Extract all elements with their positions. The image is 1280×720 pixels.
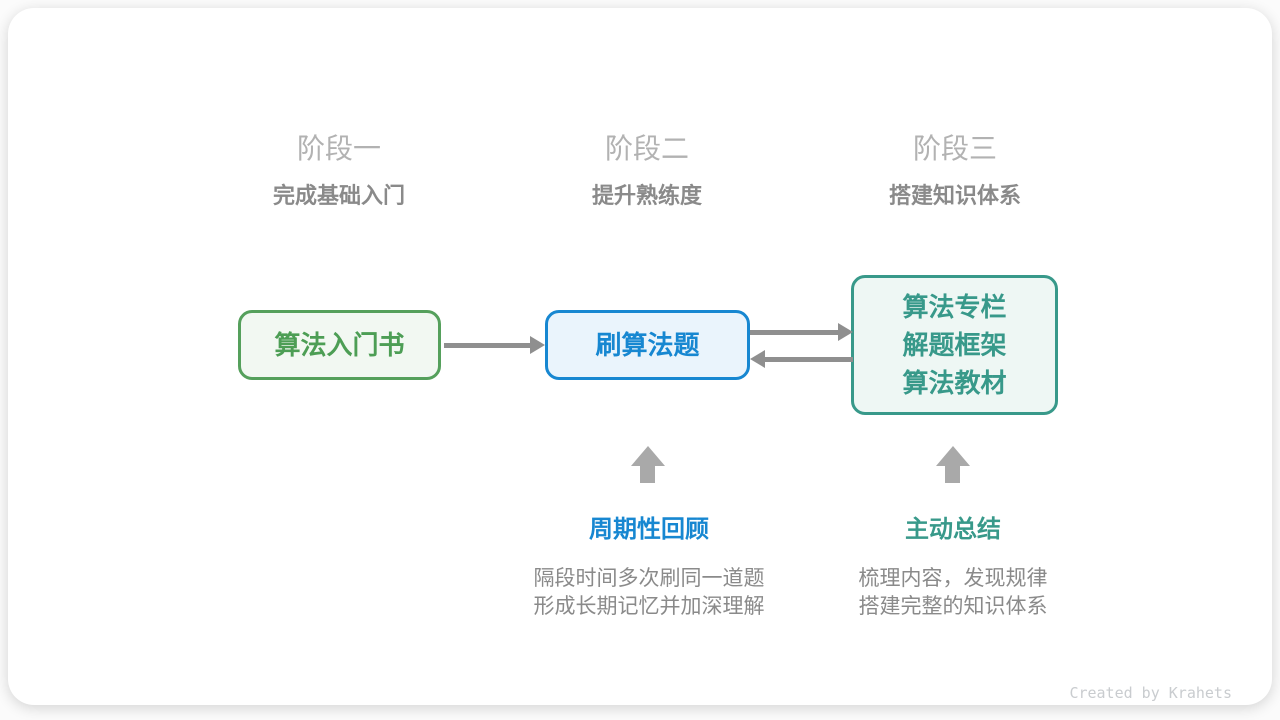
annotation-review-description: 隔段时间多次刷同一道题 形成长期记忆并加深理解 [469, 565, 829, 621]
stage-2-header: 阶段二 提升熟练度 [487, 134, 807, 208]
arrow-shaft [750, 329, 840, 335]
arrow-up-icon [630, 446, 665, 483]
arrow-shaft [444, 342, 532, 348]
stage-1-header: 阶段一 完成基础入门 [179, 134, 499, 208]
node-practice-problems: 刷算法题 [545, 310, 750, 380]
arrow-right-icon [750, 323, 853, 341]
stage-2-subtitle: 提升熟练度 [591, 183, 702, 208]
arrow-up-icon [935, 446, 970, 483]
arrow-right-icon [444, 336, 545, 354]
annotation-summary-desc-line-2: 搭建完整的知识体系 [858, 595, 1048, 618]
node-knowledge-line-3: 算法教材 [902, 368, 1007, 398]
diagram-card: 阶段一 完成基础入门 阶段二 提升熟练度 阶段三 搭建知识体系 算法入门书 刷算… [8, 8, 1272, 705]
arrow-shaft [763, 356, 853, 362]
annotation-summary-label: 主动总结 [905, 516, 1001, 543]
annotation-review-desc-line-2: 形成长期记忆并加深理解 [533, 595, 765, 618]
stage-2-title: 阶段二 [604, 133, 689, 164]
node-intro-book-label: 算法入门书 [274, 330, 405, 360]
arrow-head [750, 350, 765, 368]
arrow-head [935, 446, 970, 466]
annotation-summary-desc-line-1: 梳理内容，发现规律 [858, 567, 1048, 590]
node-knowledge-line-2: 解题框架 [902, 330, 1007, 360]
arrow-head [630, 446, 665, 466]
node-practice-problems-label: 刷算法题 [595, 330, 700, 360]
stage-1-subtitle: 完成基础入门 [272, 183, 405, 208]
arrow-head [838, 323, 853, 341]
node-intro-book: 算法入门书 [238, 310, 441, 380]
stage-1-title: 阶段一 [296, 133, 381, 164]
annotation-review-label: 周期性回顾 [589, 516, 709, 543]
arrow-left-icon [750, 350, 853, 368]
node-knowledge-sources: 算法专栏 解题框架 算法教材 [851, 275, 1058, 415]
stage-3-header: 阶段三 搭建知识体系 [795, 134, 1115, 208]
annotation-summary-description: 梳理内容，发现规律 搭建完整的知识体系 [773, 565, 1133, 621]
arrow-head [530, 336, 545, 354]
stage-3-title: 阶段三 [912, 133, 997, 164]
credit-text: Created by Krahets [1069, 684, 1232, 702]
annotation-review-desc-line-1: 隔段时间多次刷同一道题 [533, 567, 765, 590]
node-knowledge-line-1: 算法专栏 [902, 292, 1007, 322]
arrow-shaft [640, 466, 655, 483]
arrow-shaft [945, 466, 960, 483]
stage-3-subtitle: 搭建知识体系 [888, 183, 1021, 208]
